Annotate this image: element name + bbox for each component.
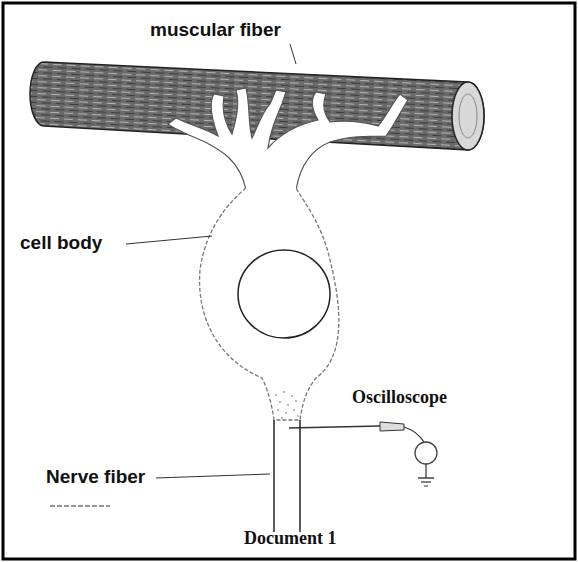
nucleus [238,250,330,338]
structure-label: muscular fiber [150,20,281,41]
ground-wire [425,464,426,478]
frame [3,3,575,559]
leader-line [156,474,270,478]
muscle-fiber-end [452,82,484,150]
muscle-fiber-end-ring [459,94,477,138]
caption: Document 1 [244,529,337,549]
ground-symbol [418,477,434,478]
dashed-mark [50,506,110,507]
electrode-probe [380,422,404,431]
nerve-fiber-edge [273,420,275,532]
nerve-terminal [168,88,408,190]
ground-symbol [424,486,428,487]
leader-line [290,44,296,64]
electrode-lead [404,427,424,442]
axon-hillock [275,391,299,421]
electrode-wire [289,426,380,428]
instrument-label: Oscilloscope [352,388,447,408]
leader-line [126,236,212,244]
cell-body [200,188,339,420]
structure-label: Nerve fiber [46,467,145,488]
nerve-fiber-edge [299,420,301,532]
ground-symbol [421,481,431,482]
oscilloscope-bulb [415,442,437,464]
structure-label: cell body [20,233,102,254]
